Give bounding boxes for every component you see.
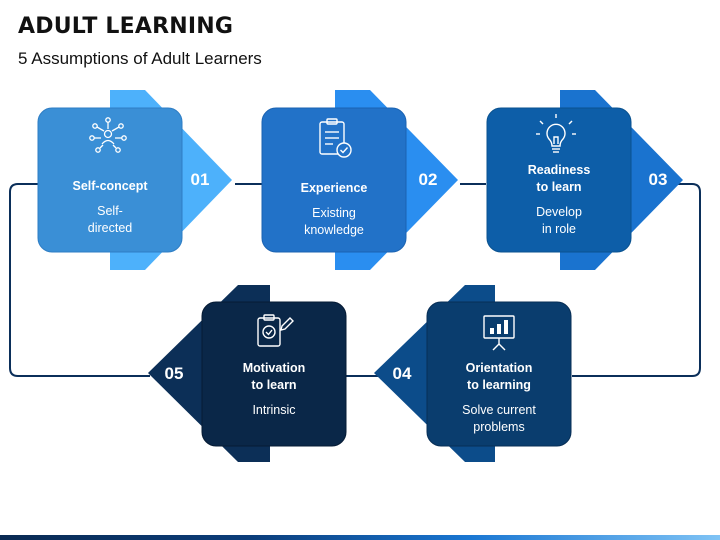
presentation-chart-icon [483, 315, 515, 351]
step-05 [148, 285, 347, 462]
connector-loop [9, 183, 701, 377]
step-04-description: Solve current problems [462, 403, 536, 434]
step-03-card [486, 107, 632, 253]
step-04-number: 04 [392, 364, 412, 383]
step-03-text: Readiness to learn Develop in role [494, 162, 624, 238]
clipboard-pen-icon [257, 314, 294, 347]
step-05-title: Motivation to learn [242, 361, 306, 392]
step-05-number: 05 [164, 364, 184, 383]
step-04-text: Orientation to learning Solve current pr… [434, 360, 564, 436]
page-title: ADULT LEARNING [18, 14, 234, 39]
lightbulb-icon [536, 114, 576, 153]
step-04-card [426, 301, 572, 447]
step-02-description: Existing knowledge [304, 206, 364, 237]
step-02 [261, 90, 458, 270]
step-02-card [261, 107, 407, 253]
step-04-title: Orientation to learning [465, 361, 533, 392]
step-01-title: Self-concept [72, 179, 148, 193]
network-person-icon [89, 117, 127, 153]
step-01-number: 01 [190, 170, 210, 189]
step-01 [37, 90, 232, 270]
step-01-card [37, 107, 183, 253]
step-02-text: Experience Existing knowledge [269, 180, 399, 239]
step-03-description: Develop in role [536, 205, 582, 236]
step-03 [486, 90, 683, 270]
bottom-accent-bar [0, 535, 720, 540]
step-02-number: 02 [418, 170, 438, 189]
step-01-description: Self- directed [87, 204, 133, 235]
step-05-description: Intrinsic [252, 403, 296, 417]
step-05-text: Motivation to learn Intrinsic [209, 360, 339, 419]
step-04 [374, 285, 572, 462]
step-05-card [201, 301, 347, 447]
step-02-title: Experience [300, 181, 368, 195]
step-01-text: Self-concept Self- directed [45, 178, 175, 237]
page-subtitle: 5 Assumptions of Adult Learners [18, 49, 262, 68]
step-03-number: 03 [648, 170, 668, 189]
step-03-title: Readiness to learn [527, 163, 591, 194]
clipboard-check-icon [319, 118, 352, 158]
